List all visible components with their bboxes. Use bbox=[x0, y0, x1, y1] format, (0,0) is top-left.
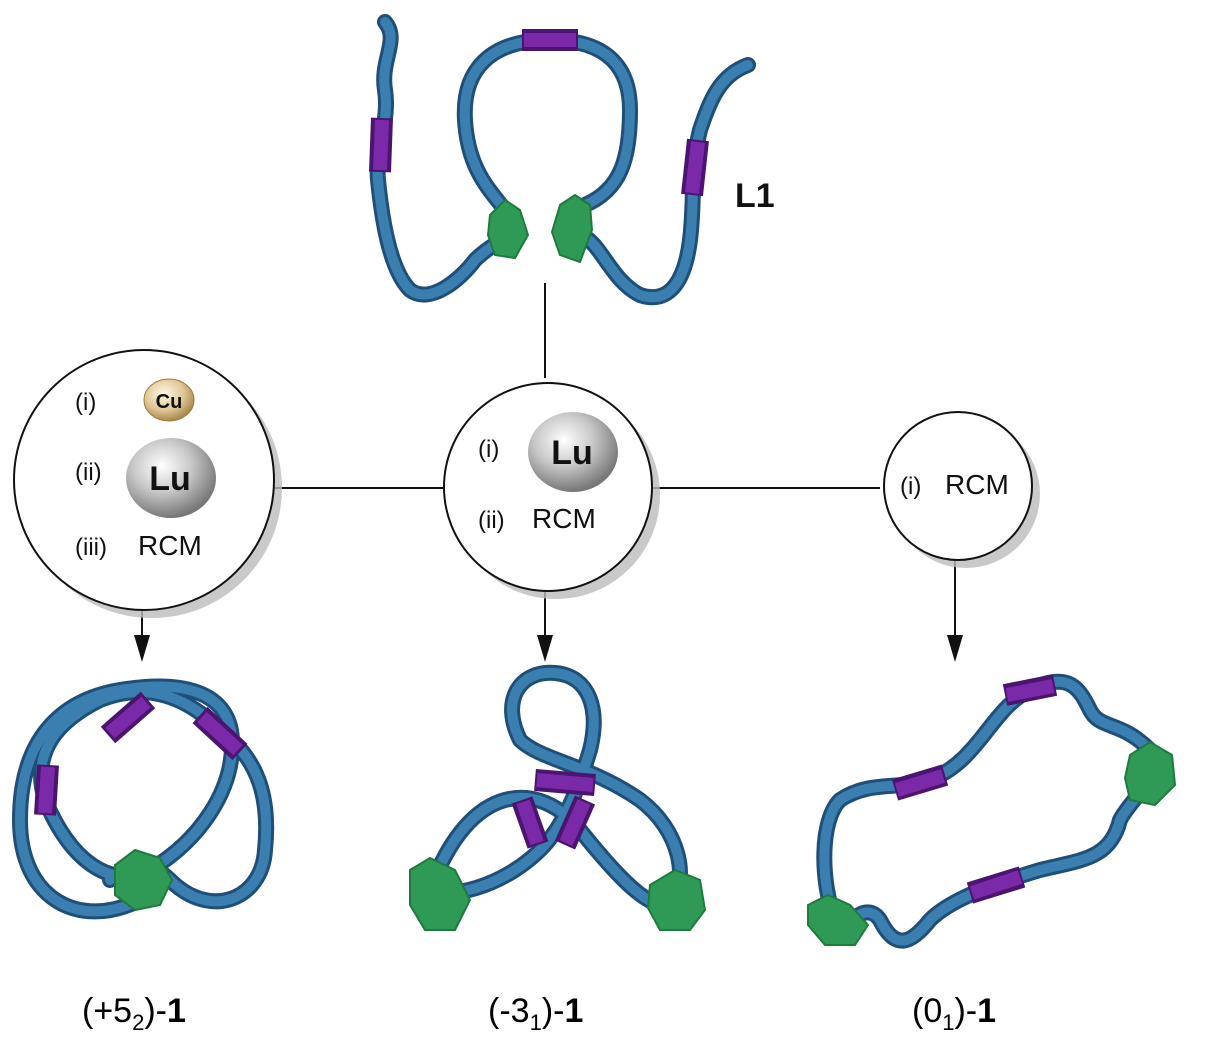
label-suffix: )- bbox=[954, 992, 978, 1030]
ligand-label: L1 bbox=[735, 177, 775, 215]
cu-label: Cu bbox=[156, 391, 183, 413]
label-suffix: )- bbox=[144, 992, 167, 1030]
compound-number: 1 bbox=[977, 992, 997, 1030]
step-label: (iii) bbox=[75, 534, 107, 561]
label-suffix: )- bbox=[541, 992, 565, 1030]
lu-label: Lu bbox=[149, 460, 191, 498]
reagent-label: RCM bbox=[945, 469, 1009, 500]
step-label: (i) bbox=[478, 436, 499, 463]
compound-number: 1 bbox=[167, 992, 186, 1030]
label-prefix: (0 bbox=[912, 992, 943, 1030]
arrowheads bbox=[134, 635, 963, 662]
label-subscript: 2 bbox=[132, 1009, 145, 1035]
product-label-3-1: (-31)-1 bbox=[488, 992, 583, 1036]
condition-circle-right bbox=[883, 411, 1040, 568]
step-label: (i) bbox=[75, 389, 96, 416]
product-label-0-1: (01)-1 bbox=[912, 992, 996, 1036]
condition-circle-left bbox=[13, 349, 282, 618]
connector-lines bbox=[141, 283, 956, 645]
product-knot-5-2 bbox=[12, 678, 275, 920]
label-subscript: 1 bbox=[529, 1009, 542, 1035]
ligand-l1-strand bbox=[369, 14, 756, 306]
label-prefix: (+5 bbox=[82, 992, 133, 1030]
product-unknot-0-1 bbox=[807, 673, 1177, 949]
step-label: (ii) bbox=[75, 459, 102, 486]
reagent-label: RCM bbox=[532, 503, 596, 534]
label-prefix: (-3 bbox=[488, 992, 530, 1030]
step-label: (i) bbox=[900, 473, 921, 500]
product-label-5-2: (+52)-1 bbox=[82, 992, 186, 1036]
reagent-label: RCM bbox=[138, 530, 202, 561]
label-subscript: 1 bbox=[942, 1009, 955, 1035]
step-label: (ii) bbox=[478, 507, 505, 534]
compound-number: 1 bbox=[564, 992, 584, 1030]
product-knot-3-1 bbox=[409, 664, 707, 931]
lu-label: Lu bbox=[551, 434, 593, 472]
condition-circle-center bbox=[443, 382, 660, 599]
